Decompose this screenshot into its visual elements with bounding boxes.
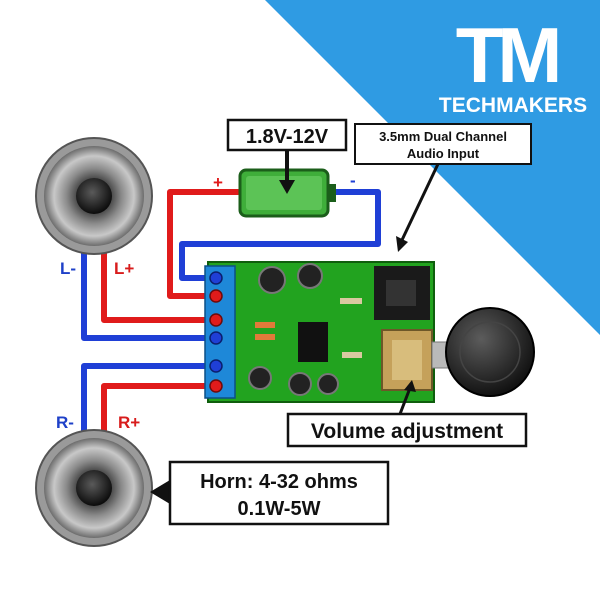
label-left-plus: L+	[114, 259, 134, 278]
capacitor	[317, 373, 339, 395]
brand-name: TECHMAKERS	[439, 94, 587, 117]
wires	[81, 189, 381, 443]
capacitor	[248, 366, 272, 390]
volume-callout: Volume adjustment	[286, 380, 528, 448]
capacitor	[297, 263, 323, 289]
terminal-block	[204, 265, 236, 399]
horn-spec-line2: 0.1W-5W	[238, 498, 321, 520]
label-right-plus: R+	[118, 413, 140, 432]
audio-input-callout: 3.5mm Dual Channel Audio Input	[354, 123, 532, 252]
volume-knob	[431, 307, 535, 397]
horn-callout: Horn: 4-32 ohms 0.1W-5W	[150, 460, 390, 526]
brand-banner: TM TECHMAKERS	[265, 0, 600, 335]
label-right-minus: R-	[56, 413, 74, 432]
amplifier-board	[204, 261, 435, 403]
wire-left-minus	[81, 249, 215, 341]
volume-label: Volume adjustment	[311, 420, 503, 443]
brand-logo-letters: TM	[456, 11, 558, 99]
horn-spec-line1: Horn: 4-32 ohms	[200, 471, 358, 493]
power-minus-sign: -	[350, 171, 356, 190]
label-left-minus: L-	[60, 259, 76, 278]
wire-power-negative	[179, 189, 381, 281]
amplifier-chip	[298, 322, 328, 362]
audio-input-line2: Audio Input	[407, 146, 480, 161]
battery-icon	[238, 168, 336, 218]
wire-right-minus	[81, 363, 215, 443]
capacitor	[288, 372, 312, 396]
wire-power-positive	[167, 189, 241, 299]
voltage-label: 1.8V-12V	[246, 126, 329, 148]
wire-left-plus	[101, 249, 215, 323]
audio-input-line1: 3.5mm Dual Channel	[379, 129, 507, 144]
right-speaker-icon	[35, 429, 153, 547]
capacitor	[258, 266, 286, 294]
left-speaker-icon	[35, 137, 153, 255]
voltage-callout: 1.8V-12V	[226, 118, 348, 194]
wire-right-plus	[101, 383, 215, 443]
power-plus-sign: +	[213, 173, 223, 192]
